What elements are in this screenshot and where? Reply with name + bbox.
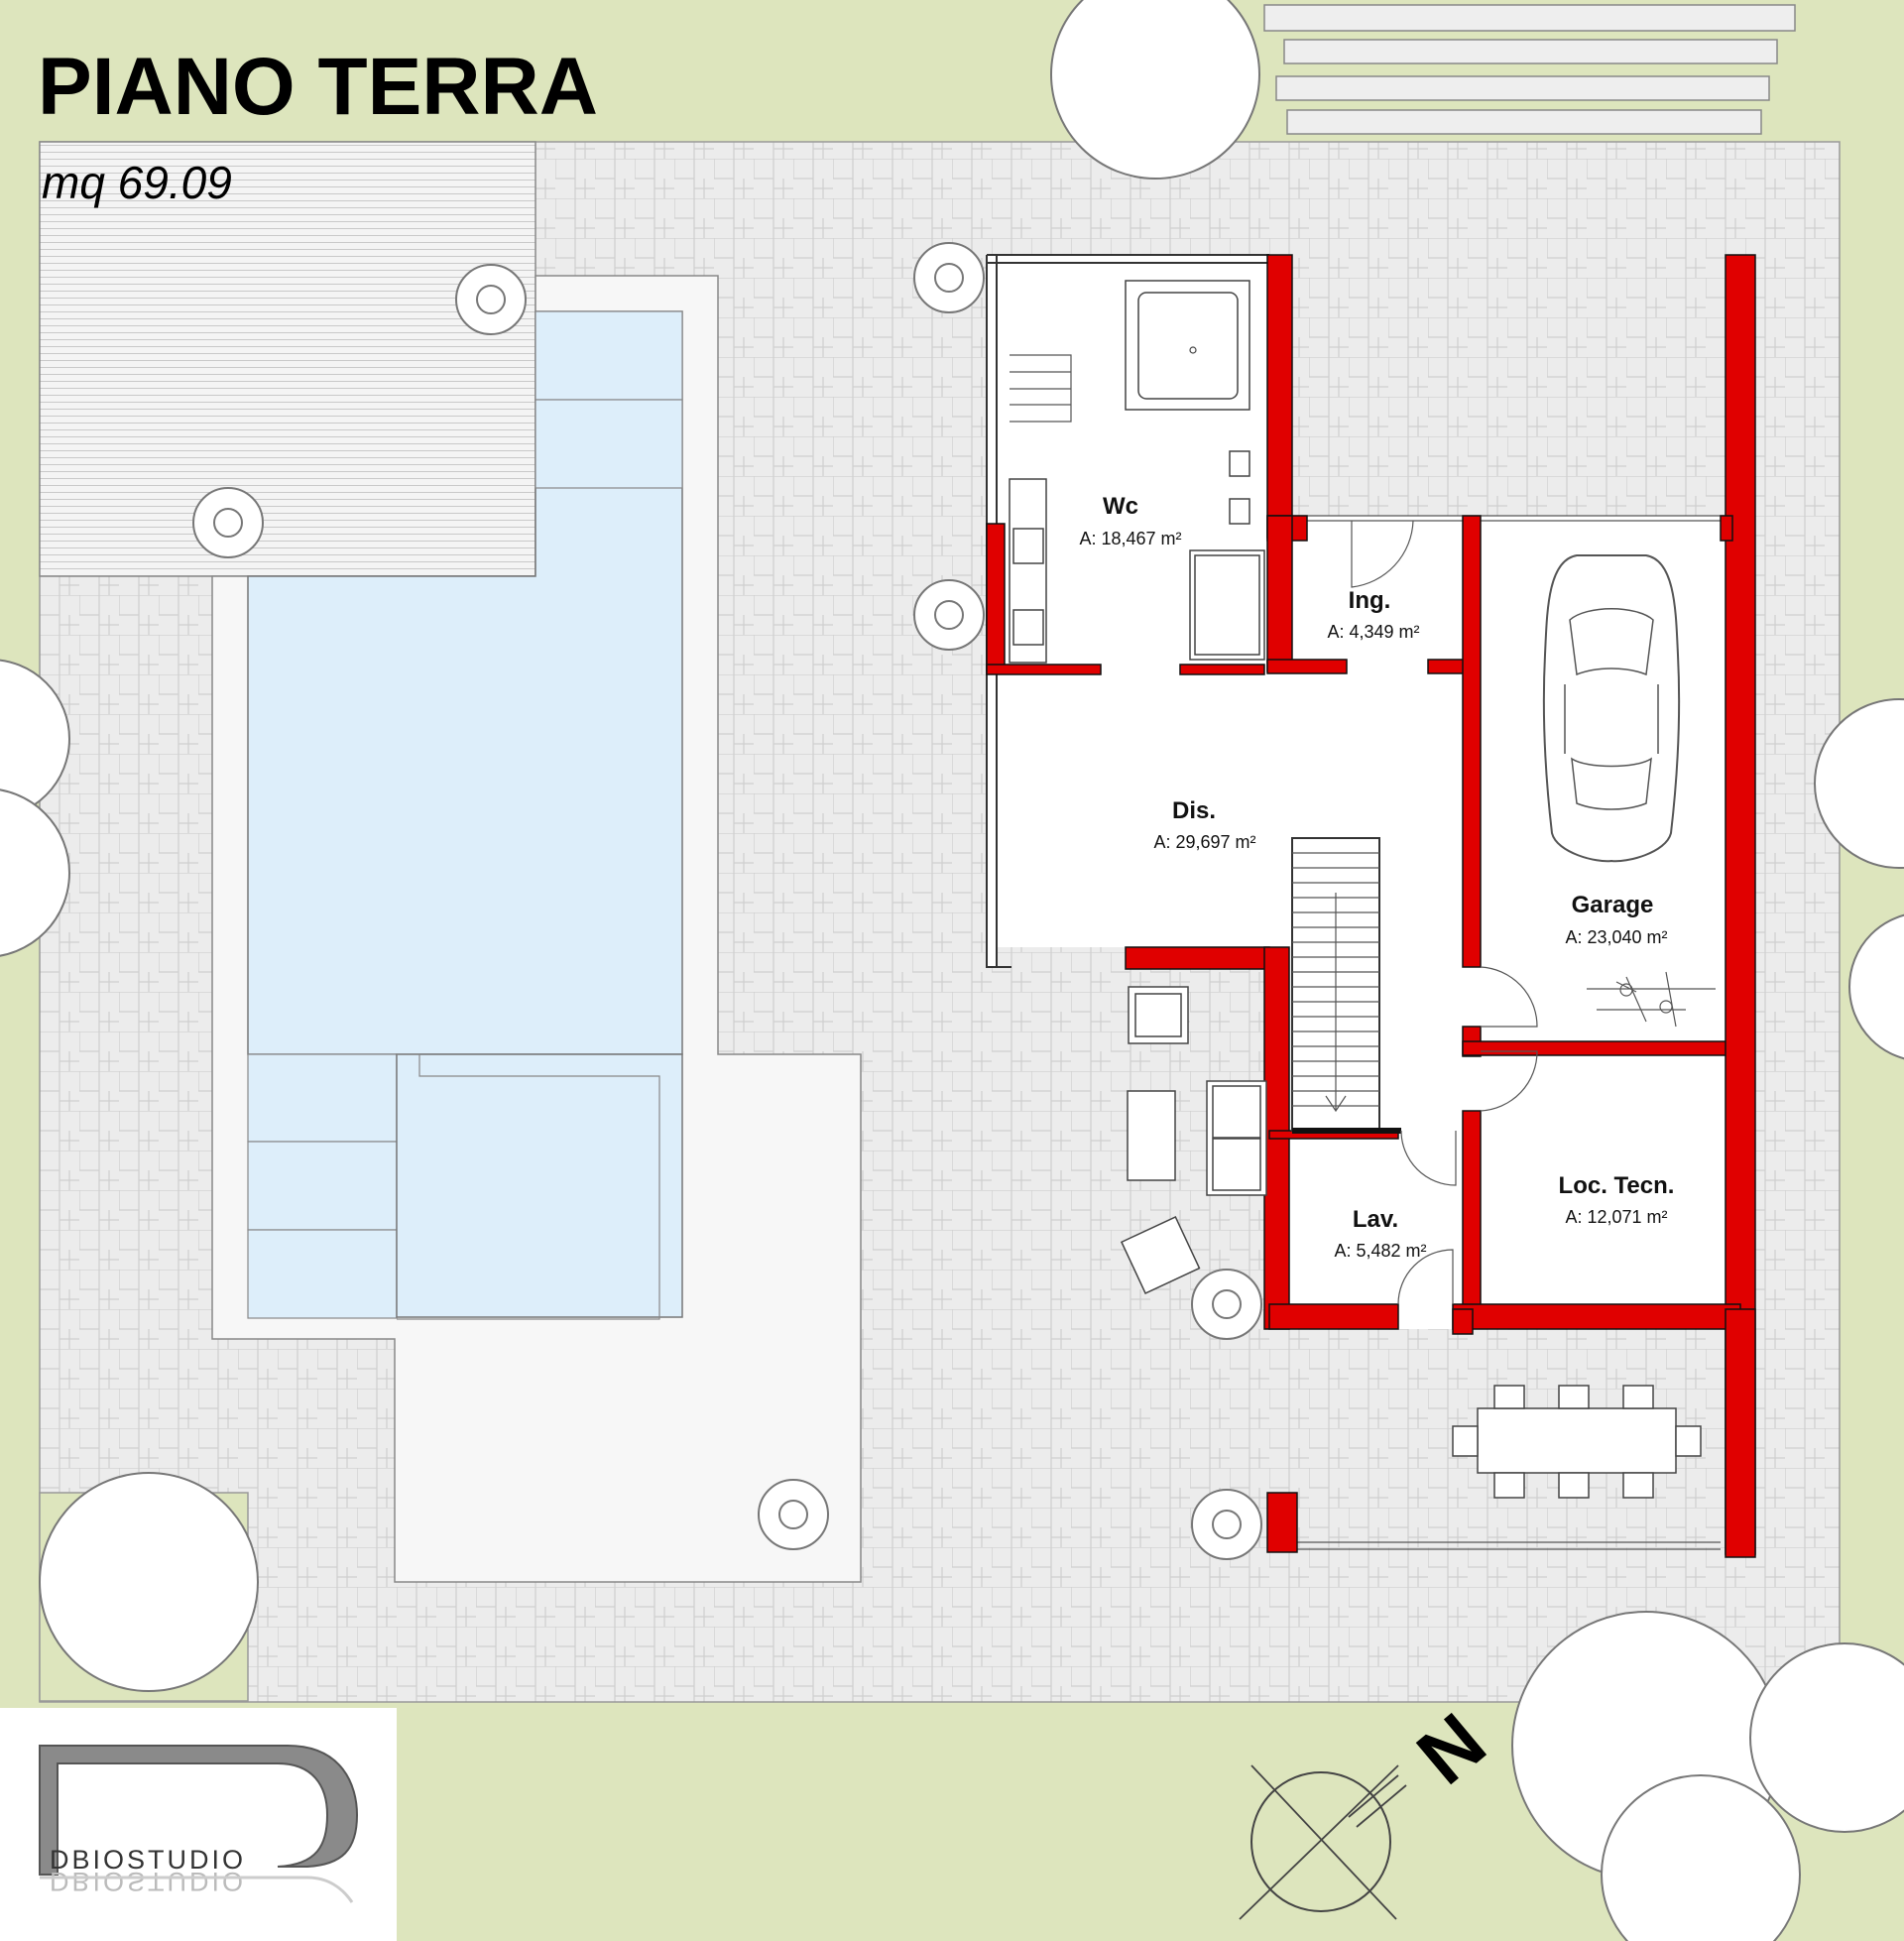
logo-text: DBIOSTUDIO (50, 1845, 246, 1875)
pool-step-top-2 (535, 399, 683, 489)
north-window-line (1269, 515, 1726, 522)
room-loctecn-name: Loc. Tecn. (1559, 1172, 1675, 1199)
logo-text-mirror: DBIOSTUDIO (50, 1867, 246, 1896)
room-dis-name: Dis. (1172, 797, 1216, 824)
pool-step-bottom-3 (247, 1229, 398, 1319)
room-loctecn-area: A: 12,071 m² (1565, 1207, 1667, 1227)
staircase (1291, 837, 1401, 1134)
studio-logo: DBIOSTUDIO DBIOSTUDIO (0, 1708, 397, 1941)
doors (1351, 520, 1538, 1305)
car-icon (1542, 554, 1681, 863)
pool-step-bottom-2 (247, 1141, 398, 1231)
outdoor-furniture (1120, 986, 1702, 1499)
shrub-icons (192, 242, 1262, 1560)
room-ing-name: Ing. (1349, 587, 1391, 614)
room-dis-area: A: 29,697 m² (1153, 832, 1255, 852)
garden-steps (1263, 4, 1796, 135)
room-wc-name: Wc (1103, 493, 1138, 520)
pool-step-bottom (247, 1053, 398, 1143)
deck-top-left (39, 141, 536, 577)
room-wc-area: A: 18,467 m² (1079, 529, 1181, 548)
room-lav-name: Lav. (1353, 1206, 1398, 1233)
south-window-line (1289, 1541, 1721, 1550)
room-garage-area: A: 23,040 m² (1565, 927, 1667, 947)
loctecn-floor (1478, 1036, 1730, 1309)
room-garage-name: Garage (1572, 892, 1654, 918)
hot-tub-rim (397, 1053, 660, 1320)
bicycle-icon (1587, 971, 1716, 1028)
plan-title: PIANO TERRA (38, 42, 598, 132)
bathroom-fixtures (1009, 280, 1265, 664)
room-lav-area: A: 5,482 m² (1334, 1241, 1426, 1261)
hot-tub (396, 1053, 683, 1318)
room-ing-area: A: 4,349 m² (1327, 622, 1419, 642)
surface-area: mq 69.09 (42, 157, 232, 208)
pool-step-top (535, 310, 683, 401)
